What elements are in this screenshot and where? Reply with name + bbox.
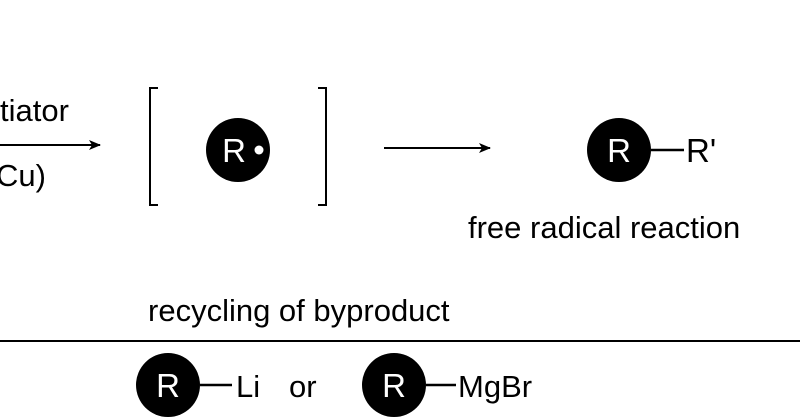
reagent1-group-label: R (156, 367, 180, 404)
radical-circle (206, 118, 270, 182)
left-bracket (149, 87, 158, 206)
radical-label: R (222, 132, 246, 169)
recycling-title: recycling of byproduct (148, 293, 450, 328)
reagent2-circle (362, 353, 426, 417)
product-circle (587, 118, 651, 182)
arrow1-label-bottom: Cu) (0, 158, 46, 193)
product-left-label: R (607, 132, 631, 169)
arrow1-label-top: tiator (0, 93, 69, 128)
radical-dot (254, 145, 264, 155)
product-caption: free radical reaction (468, 210, 740, 245)
reagent1-metal-label: Li (236, 369, 260, 404)
reagent2-group-label: R (382, 367, 406, 404)
right-bracket (318, 87, 327, 206)
reagent2-metal-label: MgBr (458, 369, 532, 404)
product-right-label: R' (686, 132, 716, 169)
reagent1-circle (136, 353, 200, 417)
connector-word: or (289, 369, 317, 404)
